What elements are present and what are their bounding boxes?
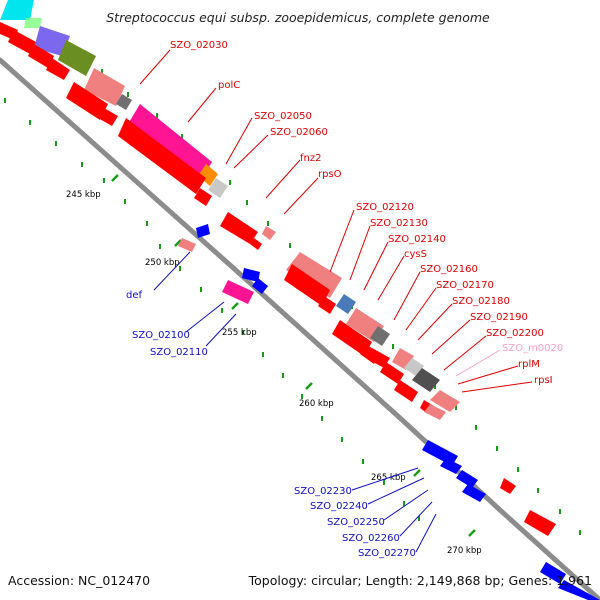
gene-label-pink: SZO_m0020 [502, 343, 563, 354]
gene-label: SZO_02230 [294, 486, 352, 497]
gene-label: SZO_02100 [132, 330, 190, 341]
genome-backbone [0, 57, 600, 600]
gene-label: SZO_02200 [486, 328, 544, 339]
gene-label: SZO_02180 [452, 296, 510, 307]
red-gene-labels: SZO_02030 polC SZO_02050 SZO_02060 fnz2 … [170, 40, 553, 386]
gene-label: SZO_02270 [358, 548, 416, 559]
accession-text: Accession: NC_012470 [8, 573, 150, 588]
gene-label: SZO_02170 [436, 280, 494, 291]
gene-label: SZO_02250 [327, 517, 385, 528]
scale-ticks [111, 174, 476, 537]
inner-track-features [178, 238, 254, 304]
inner-dotted-ring [4, 98, 420, 521]
gene-label: SZO_02060 [270, 127, 328, 138]
tick-label: 245 kbp [66, 190, 101, 200]
gene-label: cysS [404, 249, 427, 260]
tick-label: 270 kbp [447, 546, 482, 556]
blue-gene-labels: def SZO_02100 SZO_02110 SZO_02230 SZO_02… [126, 290, 416, 559]
reverse-strand-genes [196, 224, 600, 600]
gene-label: SZO_02240 [310, 501, 368, 512]
gene-label: fnz2 [300, 153, 321, 164]
gene-label: rplM [518, 359, 540, 370]
gene-label: SZO_02190 [470, 312, 528, 323]
tick-label: 260 kbp [299, 399, 334, 409]
tick-label: 255 kbp [222, 328, 257, 338]
pink-leader-line [455, 349, 501, 377]
tick-label: 250 kbp [145, 258, 180, 268]
gene-label: polC [218, 80, 240, 91]
outer-track-features [0, 0, 556, 536]
gene-label: rpsO [318, 169, 342, 180]
gene-label: SZO_02140 [388, 234, 446, 245]
genome-summary-text: Topology: circular; Length: 2,149,868 bp… [248, 573, 592, 588]
gene-label: SZO_02120 [356, 202, 414, 213]
gene-label: SZO_02160 [420, 264, 478, 275]
gene-label: SZO_02030 [170, 40, 228, 51]
gene-label: rpsI [534, 375, 553, 386]
gene-label: SZO_02130 [370, 218, 428, 229]
genome-title: Streptococcus equi subsp. zooepidemicus,… [106, 10, 490, 25]
gene-label: SZO_02110 [150, 347, 208, 358]
blue-leader-lines [153, 251, 437, 553]
gene-label: SZO_02260 [342, 533, 400, 544]
gene-label: def [126, 290, 143, 301]
gene-label: SZO_02050 [254, 111, 312, 122]
forward-strand-genes [0, 22, 446, 420]
red-leader-lines [139, 49, 533, 393]
